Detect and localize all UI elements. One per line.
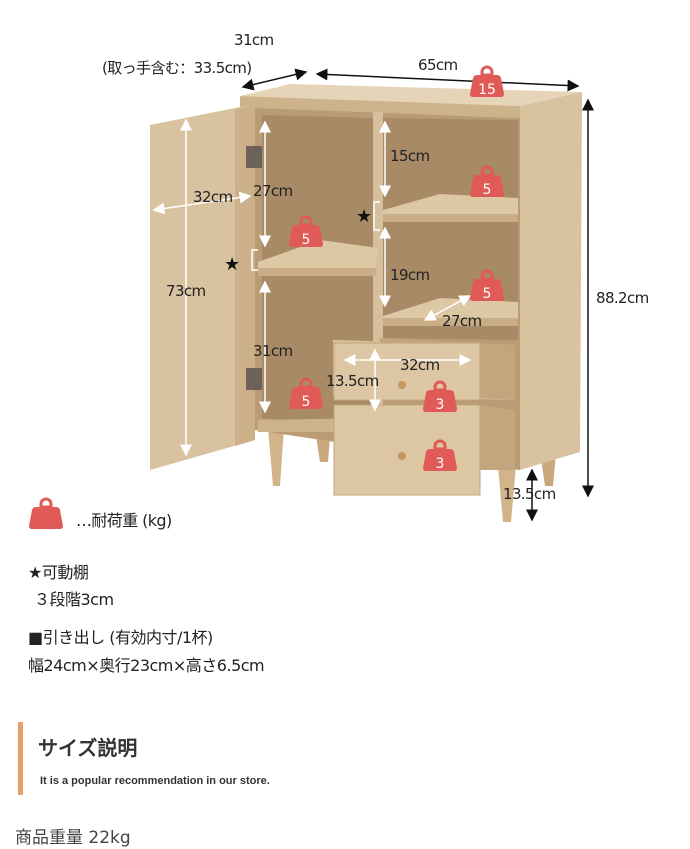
- svg-text:3: 3: [436, 397, 445, 413]
- svg-text:3: 3: [436, 456, 445, 472]
- movable-shelf-star-icon: ★: [356, 206, 372, 227]
- right-mid-gap-label: 19cm: [390, 266, 430, 284]
- inner-dimension-lines: [152, 118, 472, 457]
- drawer-width-label: 32cm: [400, 356, 440, 374]
- weight-icon-right-upper-shelf: 5: [468, 165, 506, 199]
- movable-shelf-star-icon: ★: [224, 254, 240, 275]
- svg-text:15: 15: [478, 82, 496, 98]
- height-label: 88.2cm: [596, 289, 649, 307]
- weight-icon-top: 15: [468, 65, 506, 99]
- weight-icon-drawer-lower: 3: [421, 439, 459, 473]
- weight-icon-drawer-upper: 3: [421, 380, 459, 414]
- svg-text:5: 5: [483, 182, 492, 198]
- drawer-title-note: ■引き出し (有効内寸/1杯): [28, 628, 213, 647]
- weight-icon-right-lower-shelf: 5: [468, 269, 506, 303]
- width-label: 65cm: [418, 56, 458, 74]
- legend-label: …耐荷重 (kg): [76, 511, 172, 530]
- movable-steps-note: ３段階3cm: [34, 590, 114, 609]
- legend-weight-icon: [27, 497, 65, 531]
- dimension-lines: [241, 68, 594, 522]
- svg-text:5: 5: [302, 232, 311, 248]
- depth-with-handle-label: (取っ手含む：33.5cm): [102, 59, 252, 77]
- door-depth-label: 32cm: [193, 188, 233, 206]
- cabinet: [150, 84, 582, 496]
- movable-shelf-note: ★可動棚: [28, 563, 89, 582]
- product-weight: 商品重量 22kg: [15, 828, 131, 848]
- cabinet-diagram: ★ ★ 31cm (取っ手含む：33.5cm) 65cm 88.2cm 15cm…: [27, 31, 649, 531]
- right-shelf-depth-label: 27cm: [442, 312, 482, 330]
- left-height-label: 73cm: [166, 282, 206, 300]
- drawer-size-note: 幅24cm×奥行23cm×高さ6.5cm: [28, 656, 265, 675]
- leg-height-label: 13.5cm: [503, 485, 556, 503]
- left-inner-depth-label: 27cm: [253, 182, 293, 200]
- left-lower-gap-label: 31cm: [253, 342, 293, 360]
- section-title: サイズ説明: [38, 736, 138, 760]
- svg-text:5: 5: [302, 394, 311, 410]
- drawer-height-label: 13.5cm: [326, 372, 379, 390]
- weight-icon-left-bottom: 5: [287, 377, 325, 411]
- section-subtitle: It is a popular recommendation in our st…: [40, 775, 270, 787]
- section-accent-bar: [18, 722, 23, 795]
- depth-label: 31cm: [234, 31, 274, 49]
- right-top-gap-label: 15cm: [390, 147, 430, 165]
- svg-text:5: 5: [483, 286, 492, 302]
- weight-icon-left-shelf: 5: [287, 215, 325, 249]
